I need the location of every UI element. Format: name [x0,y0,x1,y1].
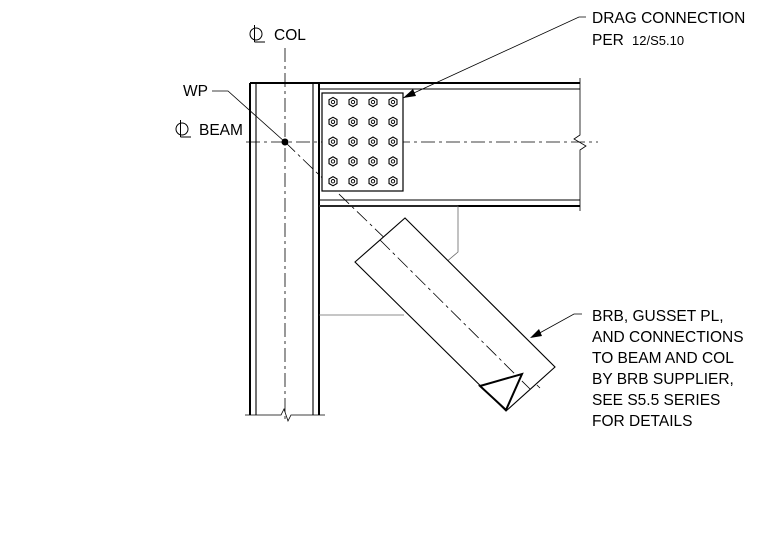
bolt [388,116,398,128]
bolt [388,175,398,187]
bolt [328,116,338,128]
brb-note-line: BY BRB SUPPLIER, [592,371,734,388]
bolt [328,156,338,167]
bolt [328,175,338,187]
bolt [328,96,338,108]
brb-note-line: FOR DETAILS [592,413,692,430]
bolt [368,175,378,187]
brb-note: BRB, GUSSET PL, AND CONNECTIONS TO BEAM … [592,308,744,430]
bolt [388,136,398,147]
bolt-group [328,96,398,187]
bolt [368,156,378,167]
brb-note-line: BRB, GUSSET PL, [592,308,724,325]
brb-note-line: TO BEAM AND COL [592,350,734,367]
beam-centerline-label: BEAM [199,122,243,139]
brb-leader [535,313,582,336]
cl-symbol-col [249,25,265,43]
bolt [328,136,338,147]
bolt [348,136,358,147]
brb-leader-arrow [530,329,542,338]
bolt [348,96,358,108]
cl-symbol-beam [175,120,191,138]
bolt [388,96,398,108]
bolt [368,116,378,128]
bolt [348,116,358,128]
brb-note-line: SEE S5.5 SERIES [592,392,720,409]
workpoint-label: WP [183,83,208,100]
drag-leader [402,16,586,99]
brb-note-line: AND CONNECTIONS [592,329,744,346]
bolt [388,156,398,167]
bolt [368,136,378,147]
bolt [348,175,358,187]
drag-connection-plate [321,92,404,192]
bolt [348,156,358,167]
leader-lines [212,16,586,338]
col-centerline-label: COL [274,27,306,44]
drag-leader-arrow [403,89,416,98]
gusset-plate [319,205,459,316]
drag-reference-label: 12/S5.10 [632,33,684,48]
bolt [368,96,378,108]
steel-column [245,82,325,423]
brb-brace [354,217,556,412]
break-marker [478,372,524,412]
wp-leader [212,90,286,143]
drag-per-label: PER [592,32,624,49]
drag-connection-label: DRAG CONNECTION [592,10,745,27]
